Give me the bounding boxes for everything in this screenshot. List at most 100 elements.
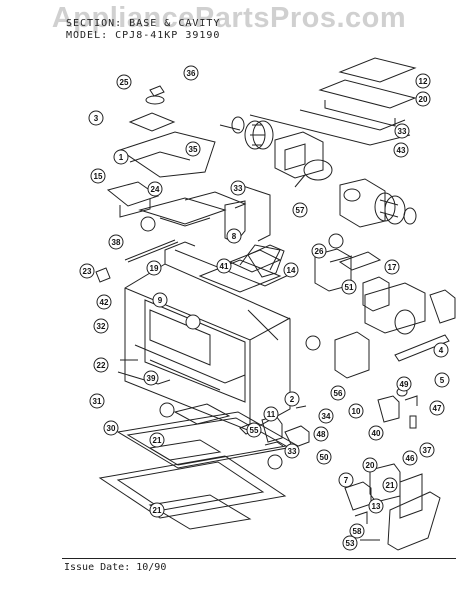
- callout-marker: [90, 168, 106, 184]
- callout-marker: [93, 357, 109, 373]
- callout-marker: [284, 391, 300, 407]
- callout-38: 39: [147, 374, 156, 383]
- callout-marker: [185, 314, 201, 330]
- callout-marker: [146, 260, 162, 276]
- callout-marker: [348, 403, 364, 419]
- callout-46: 49: [400, 380, 409, 389]
- callout-30: 31: [93, 397, 102, 406]
- callout-marker: [159, 402, 175, 418]
- callout-marker: [292, 202, 308, 218]
- callout-26: 25: [120, 78, 129, 87]
- callout-36: 37: [423, 446, 432, 455]
- callout-marker: [384, 259, 400, 275]
- callout-marker: [93, 318, 109, 334]
- callout-49: 53: [346, 539, 355, 548]
- callout-marker: [152, 292, 168, 308]
- callout-27: 26: [315, 247, 324, 256]
- callout-12: 12: [419, 77, 428, 86]
- callout-marker: [79, 263, 95, 279]
- section-title: SECTION: BASE & CAVITY: [66, 18, 221, 29]
- callout-marker: [368, 425, 384, 441]
- callout-40: 41: [220, 262, 229, 271]
- callout-marker: [96, 294, 112, 310]
- model-title: MODEL: CPJ8-41KP 39190: [66, 30, 221, 41]
- callout-37: 38: [112, 238, 121, 247]
- callout-marker: [140, 216, 156, 232]
- callout-marker: [149, 502, 165, 518]
- callout-13: 13: [372, 502, 381, 511]
- callout-marker: [402, 450, 418, 466]
- callout-8: 8: [232, 232, 237, 241]
- callout-marker: [230, 180, 246, 196]
- callout-marker: [330, 385, 346, 401]
- callout-1: 1: [119, 153, 124, 162]
- callout-39: 40: [372, 429, 381, 438]
- callout-marker: [108, 234, 124, 250]
- callout-marker: [305, 335, 321, 351]
- callout-marker: [318, 408, 334, 424]
- callout-marker: [313, 426, 329, 442]
- callout-marker: [147, 181, 163, 197]
- callout-51: 57: [296, 206, 305, 215]
- callout-marker: [349, 523, 365, 539]
- callout-marker: [433, 342, 449, 358]
- callout-33: 34: [322, 412, 331, 421]
- callout-marker: [116, 74, 132, 90]
- callout-43: 46: [406, 454, 415, 463]
- callout-marker: [246, 422, 262, 438]
- callout-7: 7: [344, 476, 349, 485]
- callout-marker: [89, 393, 105, 409]
- callout-17: 19: [150, 264, 159, 273]
- callout-marker: [88, 110, 104, 126]
- callout-marker: [311, 243, 327, 259]
- callout-15: 15: [94, 172, 103, 181]
- callout-11: 11: [267, 410, 276, 419]
- callout-32c: 33: [288, 447, 297, 456]
- callout-marker: [185, 141, 201, 157]
- callout-48: 51: [345, 283, 354, 292]
- callout-marker: [216, 258, 232, 274]
- callout-21: 21: [153, 506, 162, 515]
- callout-32b: 33: [234, 184, 243, 193]
- callout-22: 21: [153, 436, 162, 445]
- callout-32: 33: [398, 127, 407, 136]
- callout-34: 35: [189, 145, 198, 154]
- watermark: AppliancePartsPros.com: [51, 2, 407, 34]
- callout-marker: [183, 65, 199, 81]
- callout-marker: [396, 376, 412, 392]
- callout-42: 43: [397, 146, 406, 155]
- callout-marker: [113, 149, 129, 165]
- callout-50: 56: [334, 389, 343, 398]
- callout-45: 48: [317, 430, 326, 439]
- callout-marker: [429, 400, 445, 416]
- callout-24: 23: [83, 267, 92, 276]
- callout-marker: [143, 370, 159, 386]
- callout-marker: [362, 457, 378, 473]
- callout-16: 17: [388, 263, 397, 272]
- callout-53: 58: [353, 527, 362, 536]
- issue-date: Issue Date: 10/90: [64, 562, 167, 573]
- callout-10: 10: [352, 407, 361, 416]
- callout-marker: [394, 123, 410, 139]
- callout-9: 9: [158, 296, 163, 305]
- callout-19: 20: [419, 95, 428, 104]
- callout-marker: [328, 233, 344, 249]
- callout-marker: [382, 477, 398, 493]
- callout-marker: [415, 91, 431, 107]
- callout-3: 3: [94, 114, 99, 123]
- callout-4: 4: [439, 346, 444, 355]
- callout-29: 30: [107, 424, 116, 433]
- callout-marker: [316, 449, 332, 465]
- callout-20: 20: [366, 461, 375, 470]
- callout-marker: [393, 142, 409, 158]
- callout-marker: [267, 454, 283, 470]
- callout-20b: 21: [386, 481, 395, 490]
- callout-23: 22: [97, 361, 106, 370]
- callout-44: 47: [433, 404, 442, 413]
- callout-marker: [103, 420, 119, 436]
- callout-marker: [419, 442, 435, 458]
- callout-marker: [342, 535, 358, 551]
- callout-marker: [415, 73, 431, 89]
- callout-25: 24: [151, 185, 160, 194]
